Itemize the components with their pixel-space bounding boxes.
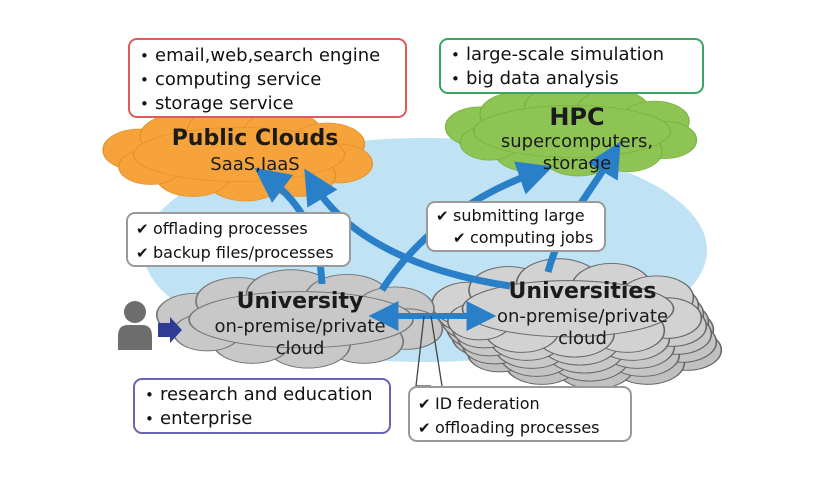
hpc-subtitle-line: supercomputers,: [500, 131, 654, 152]
service-item: email,web,search engine: [140, 44, 395, 68]
public-offload-box: offlading processes backup files/process…: [126, 212, 351, 267]
public-cloud-services-box: email,web,search engine computing servic…: [128, 38, 407, 118]
service-item: computing service: [140, 68, 395, 92]
university-title: University: [236, 289, 364, 314]
user-icon: [118, 301, 152, 350]
public-cloud-subtitle: SaaS,IaaS: [210, 154, 300, 175]
hpc-subtitle-line: storage: [542, 153, 612, 174]
id-federation-callout-line-2: [430, 315, 443, 387]
hpc-title: HPC: [549, 103, 605, 131]
check-item: submitting large: [436, 205, 596, 227]
universities-subtitle-line: cloud: [558, 328, 607, 349]
check-item-text: computing jobs: [470, 228, 594, 247]
university-subtitle-line: cloud: [275, 338, 325, 359]
universities-title: Universities: [508, 279, 657, 304]
hpc-use-item: big data analysis: [451, 67, 692, 91]
hpc-submit-box: submitting large computing jobs: [426, 201, 606, 252]
university-cloud-label: University on-premise/private cloud: [185, 288, 415, 360]
hpc-use-item: large-scale simulation: [451, 43, 692, 67]
id-federation-box: ID federation offloading processes: [408, 386, 632, 442]
check-item-continued: computing jobs: [436, 227, 596, 249]
arrow-universities-to-public: [304, 168, 511, 290]
university-use-item: research and education: [145, 383, 379, 407]
university-use-item: enterprise: [145, 407, 379, 431]
check-item: backup files/processes: [136, 241, 341, 265]
universities-subtitle-line: on-premise/private: [496, 306, 669, 327]
public-cloud-label: Public Clouds SaaS,IaaS: [150, 125, 360, 177]
check-item: ID federation: [418, 392, 622, 416]
university-uses-box: research and education enterprise: [133, 378, 391, 434]
university-subtitle-line: on-premise/private: [214, 316, 386, 337]
hpc-cloud-label: HPC supercomputers, storage: [477, 103, 677, 175]
check-item: offlading processes: [136, 217, 341, 241]
public-cloud-title: Public Clouds: [171, 126, 339, 151]
universities-cloud-label: Universities on-premise/private cloud: [470, 278, 695, 350]
user-arrow: [158, 317, 182, 343]
check-item: offloading processes: [418, 416, 622, 440]
hpc-uses-box: large-scale simulation big data analysis: [439, 38, 704, 94]
service-item: storage service: [140, 92, 395, 116]
